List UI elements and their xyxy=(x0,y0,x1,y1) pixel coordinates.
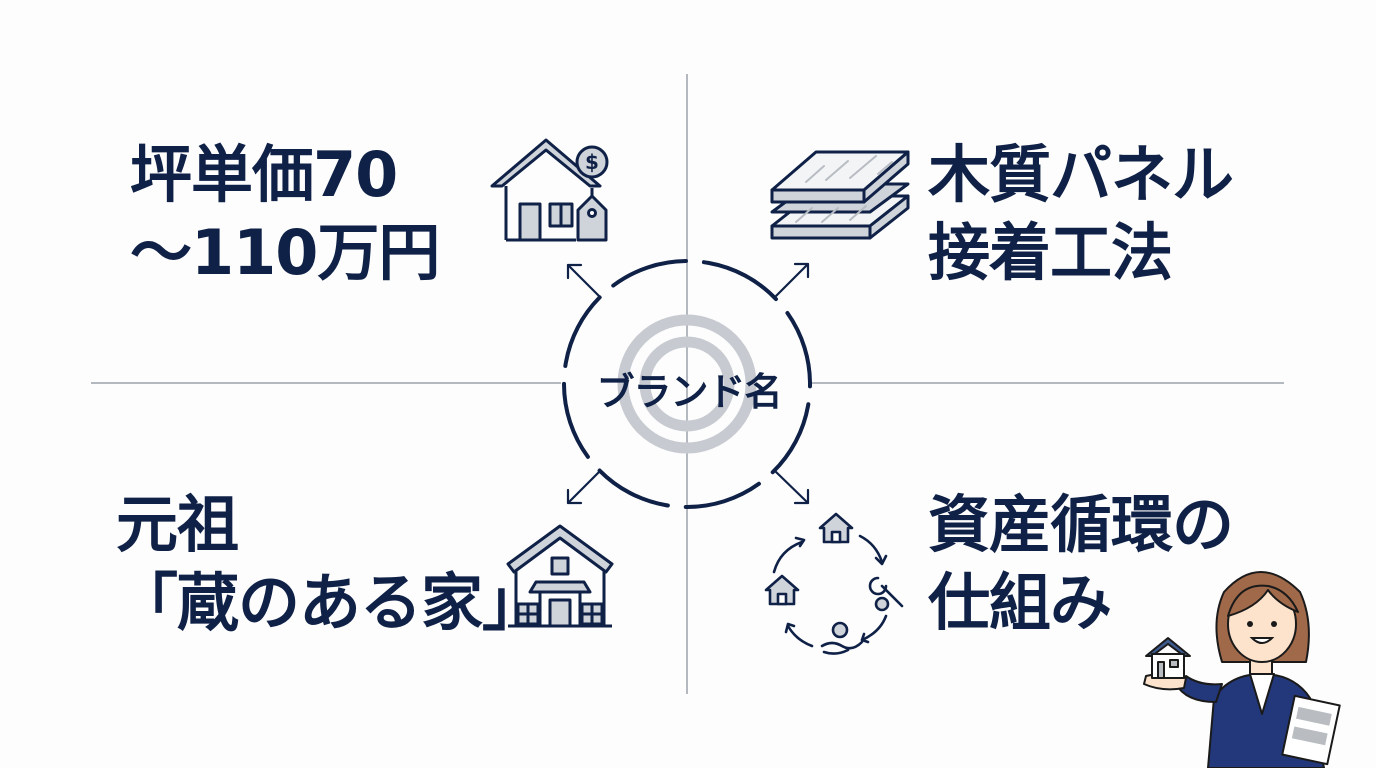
horizontal-divider-right xyxy=(812,382,1284,384)
svg-text:$: $ xyxy=(585,150,599,174)
arrow-icon-top-left xyxy=(566,263,602,299)
target-rings-icon xyxy=(617,314,757,454)
feature-line: 〜110万円 xyxy=(130,216,440,289)
house-icon-left xyxy=(764,574,800,606)
feature-wood-panel-method: 木質パネル 接着工法 xyxy=(928,136,1234,292)
storehouse-home-icon xyxy=(506,524,614,628)
dashed-ring xyxy=(562,259,812,509)
arrow-icon-top-right xyxy=(773,262,810,299)
businesswoman-illustration xyxy=(1143,571,1341,768)
feature-line: 接着工法 xyxy=(928,216,1173,289)
feature-line: 木質パネル xyxy=(928,138,1234,211)
feature-line: 資産循環の xyxy=(928,488,1234,561)
center-hub xyxy=(562,259,812,509)
document-lines xyxy=(1291,706,1332,746)
arrow-icon-bottom-left xyxy=(566,469,602,505)
wrench-gear-icon xyxy=(868,576,904,612)
feature-asset-cycle: 資産循環の 仕組み xyxy=(928,486,1234,642)
house-price-tag-icon: $ xyxy=(490,138,609,242)
horizontal-divider-left xyxy=(91,382,561,384)
house-model-icon xyxy=(1145,637,1191,679)
brand-name-label: ブランド名 xyxy=(596,370,782,414)
arrow-icon-bottom-right xyxy=(773,469,810,505)
feature-line: 仕組み xyxy=(928,566,1112,639)
feature-line: 坪単価70 xyxy=(130,138,398,211)
vertical-divider xyxy=(686,74,688,694)
stacked-wood-panels-icon xyxy=(770,150,910,240)
cycle-arrows xyxy=(772,534,888,648)
feature-original-storehouse-home: 元祖 「蔵のある家」 xyxy=(116,486,544,642)
feature-line: 元祖 xyxy=(116,488,239,561)
feature-price-per-tsubo: 坪単価70 〜110万円 xyxy=(130,136,440,292)
house-icon-top xyxy=(818,512,854,544)
feature-line: 「蔵のある家」 xyxy=(116,566,544,639)
asset-cycle-icon xyxy=(764,512,904,655)
hand-coin-icon xyxy=(820,621,864,655)
